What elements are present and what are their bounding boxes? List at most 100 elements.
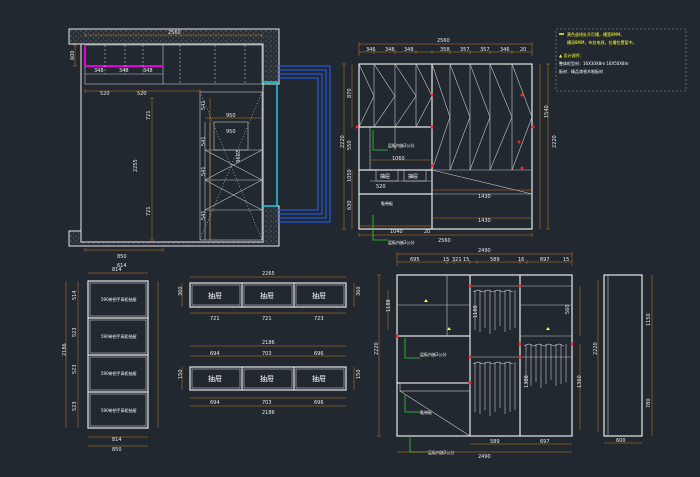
front-dim-bottom: 2560 [438, 238, 451, 244]
plan-dim-inner: 950 [226, 129, 236, 135]
drawer1-dim: 721 [262, 316, 272, 322]
plan-dim-base: 614 [117, 263, 127, 269]
drawer1-dim: 2265 [262, 271, 275, 277]
front-dim-top: 2560 [437, 38, 450, 44]
front-dim-top: 20 [520, 47, 526, 53]
front-dim-top: 346 [500, 47, 510, 53]
wardrobe-dim-side: 1388 [524, 375, 530, 388]
front-dim-mid: 1430 [478, 218, 491, 224]
wardrobe-dim-side: 560 [565, 304, 571, 314]
front-label-drawer: 抽屉 [408, 173, 418, 180]
shelf-unit: 590带把手高柜抽屉 590带把手高柜抽屉 590带把手高柜抽屉 590带把手高… [62, 267, 159, 453]
plan-dim-row: 348 [94, 68, 104, 74]
plan-dim-inner: 950 [226, 113, 236, 119]
drawer-label: 抽屉 [260, 291, 274, 300]
plan-dim-bottom: 520 [100, 91, 110, 97]
front-dim-top: 348 [404, 47, 414, 53]
front-dim-top: 357 [460, 47, 470, 53]
note-line-2: 槽深8MM，布处电线，拉槽位置暂中。 [567, 39, 636, 45]
front-dim-side: 1540 [544, 105, 550, 118]
front-dim-top: 346 [366, 47, 376, 53]
front-dim-mid: 1430 [478, 194, 491, 200]
front-label-partition: 层板内嵌2公分 [388, 239, 415, 245]
front-label-drawer: 抽屉 [380, 173, 390, 180]
wardrobe-dim-top: 15 [563, 257, 569, 263]
front-dim-mid: 1060 [392, 156, 405, 162]
drawer2-dim: 2186 [262, 410, 275, 416]
plan-dim-vert: 2255 [133, 159, 139, 172]
front-dim-bottom: 1040 [390, 229, 403, 235]
front-dim-top: 358 [440, 47, 450, 53]
shelf-label: 590带把手高柜抽屉 [101, 407, 137, 413]
wardrobe-dim-top: 321 [452, 257, 462, 263]
drawer2-dim: 694 [210, 400, 220, 406]
wardrobe-dim-top: 15 [443, 257, 449, 263]
side-dim: 1150 [646, 313, 652, 326]
drawer-unit-1: 抽屉 抽屉 抽屉 2265 721 721 723 360 360 [178, 271, 362, 322]
hanging-clothes-upper [472, 289, 516, 334]
shelf-label: 590带把手高柜抽屉 [101, 296, 137, 302]
wardrobe-dim-top: 695 [410, 257, 420, 263]
front-dim-side: 1050 [347, 169, 353, 182]
shelf-dim: 814 [112, 437, 122, 443]
wardrobe-label-shoe: 鞋带板 [420, 409, 432, 415]
wardrobe-dim-bottom: 589 [490, 439, 500, 445]
drawer1-dim: 360 [178, 286, 184, 296]
plan-dim-vert: 721 [146, 110, 152, 120]
front-dim-side: 550 [347, 140, 353, 150]
wardrobe-dim-side: 1360 [577, 375, 583, 388]
plan-dim-left: 600 [70, 50, 76, 60]
front-dim-side: 870 [347, 88, 353, 98]
drawer-label: 抽屉 [208, 374, 222, 383]
wardrobe-dim-side: 2220 [374, 342, 380, 355]
wardrobe-dim-top: 15 [463, 257, 469, 263]
drawer-unit-2: 抽屉 抽屉 抽屉 2186 694 703 696 694 703 696 21… [178, 340, 362, 416]
plan-dim-vert: 541 [201, 166, 207, 176]
drawer2-dim: 696 [314, 400, 324, 406]
side-dim: 600 [616, 438, 626, 444]
drawer-label: 抽屉 [260, 374, 274, 383]
drawer2-dim: 703 [262, 351, 272, 357]
plan-dim-vert: 541 [201, 100, 207, 110]
front-dim-bottom: 20 [424, 229, 430, 235]
drawer2-dim: 696 [314, 351, 324, 357]
hanging-clothes-lower [472, 361, 516, 416]
front-elevation: 层板内嵌2公分 抽屉 抽屉 鞋带板 层板内嵌2公分 2560 346 348 3… [340, 38, 558, 245]
wardrobe-dim-bottom: 2490 [478, 454, 491, 460]
drawer-label: 抽屉 [312, 291, 326, 300]
drawer1-dim: 721 [210, 316, 220, 322]
shelf-label: 590带把手高柜抽屉 [101, 333, 137, 339]
side-view: 2220 1150 780 600 [593, 274, 653, 444]
wardrobe-dim-top: 2490 [478, 248, 491, 254]
plan-dim-row: 348 [143, 68, 153, 74]
design-notes: 黄色虚线处开灯槽，槽宽8MM, 槽深8MM，布处电线，拉槽位置暂中。 ▲ 设计说… [555, 28, 687, 92]
note-line-1: 黄色虚线处开灯槽，槽宽8MM, [567, 31, 622, 37]
note-line-4: 板材：精品漆香木制板材 [559, 68, 603, 74]
wardrobe-dim-top: 589 [490, 257, 500, 263]
plan-dim-inner: 2896 [234, 150, 240, 163]
front-dim-mid: 520 [376, 184, 386, 190]
drawer-label: 抽屉 [208, 291, 222, 300]
plan-interior [80, 43, 264, 243]
front-dim-side: 2220 [552, 135, 558, 148]
shelf-dim: 523 [72, 401, 78, 411]
wardrobe-dim-bottom: 697 [540, 439, 550, 445]
hanging-clothes-right [523, 343, 567, 388]
wardrobe-dim-side: 1188 [386, 299, 392, 312]
drawer-label: 抽屉 [312, 374, 326, 383]
plan-dim-base: 850 [117, 254, 127, 260]
shelf-dim: 523 [72, 364, 78, 374]
drawer2-dim: 2186 [262, 340, 275, 346]
front-label-shoe: 鞋带板 [381, 200, 393, 206]
floor-plan: 2560 348 348 348 600 520 520 950 950 289… [68, 28, 331, 269]
front-dim-top: 348 [385, 47, 395, 53]
front-label-partition: 层板内嵌2公分 [388, 142, 415, 148]
wardrobe-dim-top: 16 [518, 257, 524, 263]
plan-dim-top: 2560 [168, 30, 181, 36]
shelf-label: 590带把手高柜抽屉 [101, 370, 137, 376]
drawer2-dim: 703 [262, 400, 272, 406]
drawer2-dim: 150 [356, 369, 362, 379]
wardrobe-elevation: 层板内嵌2公分 鞋带板 层板内嵌2公分 2490 695 15 321 15 5… [374, 248, 583, 460]
shelf-dim: 514 [72, 290, 78, 300]
